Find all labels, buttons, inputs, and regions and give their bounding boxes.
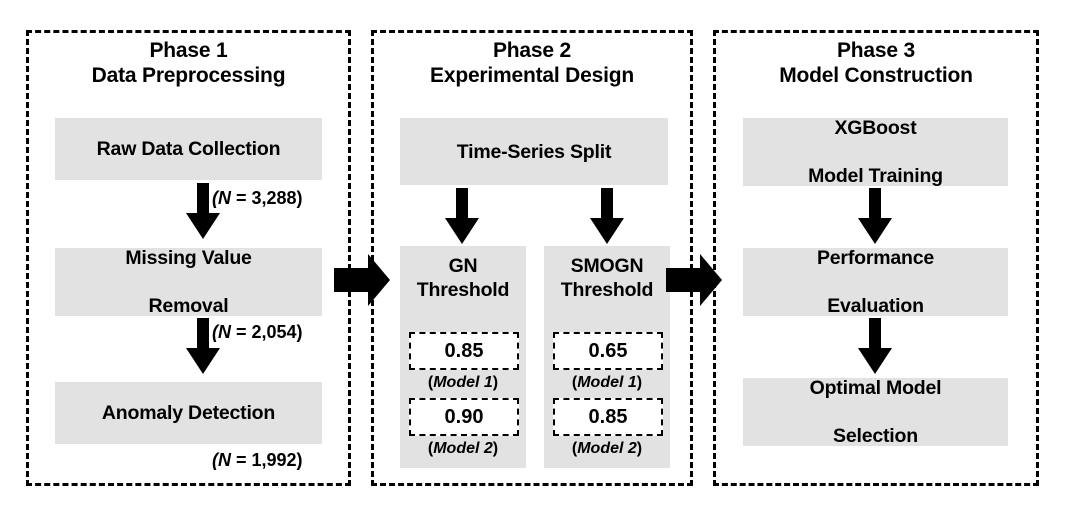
gn-model1-name: Model 1	[433, 374, 493, 391]
count-label-1-body: = 3,288)	[231, 188, 303, 208]
step-xgboost-line1: XGBoost	[834, 117, 917, 139]
arrow-down-1	[186, 183, 220, 239]
step-anomaly-detection: Anomaly Detection	[55, 382, 322, 444]
step-performance-evaluation-label: Performance Evaluation	[817, 246, 934, 318]
step-performance-line2: Evaluation	[827, 295, 924, 317]
smogn-model2-label: (Model 2)	[544, 440, 670, 458]
gn-model1-open-paren: (	[427, 374, 434, 391]
phase-2-title-line2: Experimental Design	[430, 64, 634, 87]
step-xgboost-model-training: XGBoost Model Training	[743, 116, 1008, 188]
step-missing-value-removal-line2: Removal	[148, 295, 229, 317]
smogn-model1-label: (Model 1)	[544, 374, 670, 392]
count-label-2-symbol: N	[218, 322, 231, 342]
gn-model1-close-paren: )	[492, 374, 499, 391]
step-optimal-model-selection-label: Optimal Model Selection	[810, 376, 942, 448]
smogn-threshold-value-model2-text: 0.85	[588, 405, 628, 428]
gn-model2-name: Model 2	[433, 440, 493, 457]
phase-1-container	[26, 30, 351, 486]
step-missing-value-removal-label: Missing Value Removal	[125, 246, 252, 318]
count-label-1-symbol: N	[218, 188, 231, 208]
smogn-threshold-heading-line2: Threshold	[560, 279, 654, 301]
step-optimal-model-selection: Optimal Model Selection	[743, 376, 1008, 448]
smogn-threshold-heading: SMOGN Threshold	[544, 254, 670, 302]
step-performance-evaluation: Performance Evaluation	[743, 246, 1008, 318]
step-raw-data-collection-label: Raw Data Collection	[96, 138, 281, 160]
gn-threshold-heading: GN Threshold	[400, 254, 526, 302]
step-anomaly-detection-label: Anomaly Detection	[101, 402, 276, 424]
count-label-3: (N = 1,992)	[212, 450, 303, 471]
count-label-3-paren: (	[212, 450, 218, 470]
step-xgboost-model-training-label: XGBoost Model Training	[808, 116, 943, 188]
gn-model2-close-paren: )	[492, 440, 499, 457]
smogn-model2-name: Model 2	[577, 440, 637, 457]
phase-2-title-line1: Phase 2	[493, 39, 571, 62]
phase-2-title: Phase 2 Experimental Design	[371, 38, 693, 88]
gn-model1-label: (Model 1)	[400, 374, 526, 392]
phase-3-container	[713, 30, 1039, 486]
gn-threshold-value-model1[interactable]: 0.85	[409, 332, 519, 370]
step-optimal-line1: Optimal Model	[809, 377, 942, 399]
step-raw-data-collection: Raw Data Collection	[55, 118, 322, 180]
phase-1-title-line1: Phase 1	[149, 39, 228, 62]
step-missing-value-removal-line1: Missing Value	[125, 247, 252, 269]
gn-threshold-value-model2-text: 0.90	[444, 405, 484, 428]
smogn-threshold-value-model1-text: 0.65	[588, 339, 628, 362]
gn-model2-open-paren: (	[427, 440, 434, 457]
smogn-model2-close-paren: )	[636, 440, 643, 457]
phase-2-container	[371, 30, 693, 486]
count-label-3-body: = 1,992)	[231, 450, 303, 470]
smogn-threshold-heading-line1: SMOGN	[570, 255, 644, 277]
phase-1-title-line2: Data Preprocessing	[91, 64, 286, 87]
step-optimal-line2: Selection	[833, 425, 918, 447]
phase-3-title: Phase 3 Model Construction	[713, 38, 1039, 88]
step-performance-line1: Performance	[816, 247, 935, 269]
step-time-series-split-label: Time-Series Split	[456, 140, 612, 163]
smogn-model2-open-paren: (	[571, 440, 578, 457]
smogn-threshold-value-model1[interactable]: 0.65	[553, 332, 663, 370]
step-xgboost-line2: Model Training	[808, 165, 943, 187]
phase-3-title-line2: Model Construction	[779, 64, 973, 87]
smogn-model1-name: Model 1	[577, 374, 637, 391]
arrow-down-smogn-branch	[590, 188, 624, 244]
arrow-down-4	[858, 318, 892, 374]
count-label-1: (N = 3,288)	[212, 188, 303, 209]
count-label-2-body: = 2,054)	[231, 322, 303, 342]
gn-model2-label: (Model 2)	[400, 440, 526, 458]
gn-threshold-value-model2[interactable]: 0.90	[409, 398, 519, 436]
count-label-2-paren: (	[212, 322, 218, 342]
connector-phase1-to-phase2	[334, 252, 390, 308]
gn-threshold-heading-line2: Threshold	[416, 279, 510, 301]
count-label-2: (N = 2,054)	[212, 322, 303, 343]
count-label-1-n: (	[212, 188, 218, 208]
step-time-series-split: Time-Series Split	[400, 118, 668, 185]
gn-threshold-heading-line1: GN	[448, 255, 478, 277]
count-label-3-symbol: N	[218, 450, 231, 470]
connector-phase2-to-phase3	[666, 252, 722, 308]
step-missing-value-removal: Missing Value Removal	[55, 246, 322, 318]
smogn-threshold-value-model2[interactable]: 0.85	[553, 398, 663, 436]
arrow-down-2	[186, 318, 220, 374]
phase-3-title-line1: Phase 3	[837, 39, 915, 62]
arrow-down-gn-branch	[445, 188, 479, 244]
arrow-down-3	[858, 188, 892, 244]
smogn-model1-close-paren: )	[636, 374, 643, 391]
gn-threshold-value-model1-text: 0.85	[444, 339, 484, 362]
smogn-model1-open-paren: (	[571, 374, 578, 391]
phase-1-title: Phase 1 Data Preprocessing	[26, 38, 351, 88]
